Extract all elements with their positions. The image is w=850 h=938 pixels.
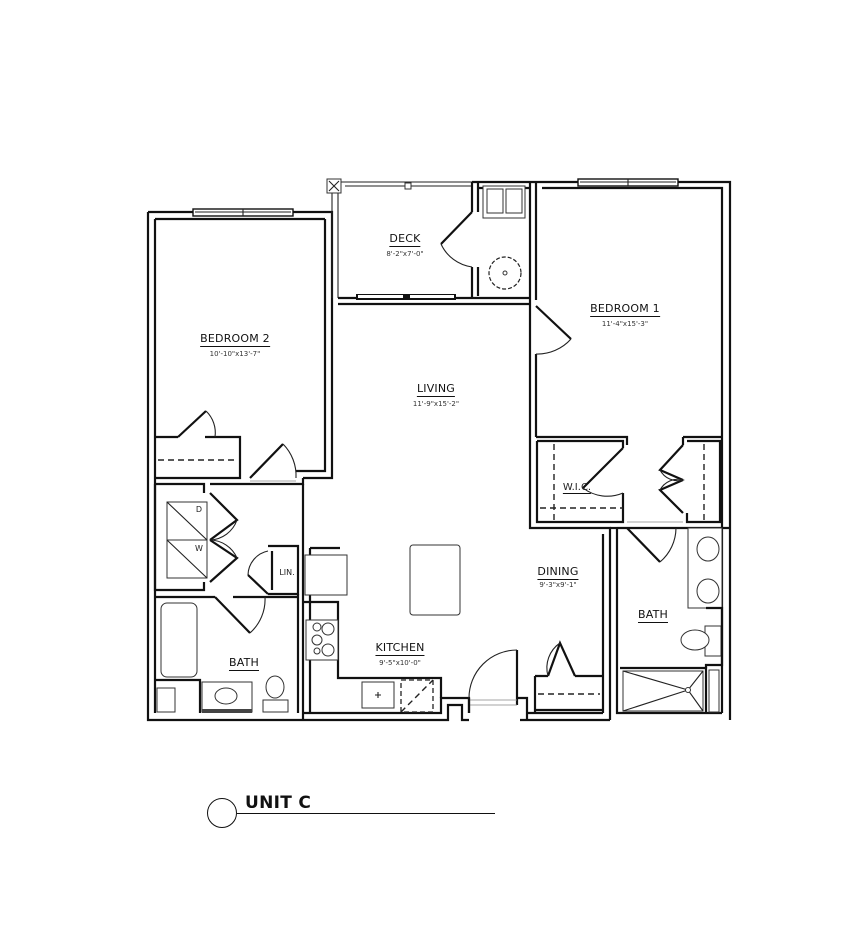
- room-dimensions-dining: 9'-3"x9'-1": [539, 581, 577, 589]
- room-label-living: LIVING 11'-9"x15'-2": [413, 377, 459, 408]
- room-dimensions-bedroom-2: 10'-10"x13'-7": [209, 350, 261, 358]
- room-dimensions-living: 11'-9"x15'-2": [412, 400, 460, 408]
- room-name-dining: DINING: [537, 565, 579, 580]
- exterior-walls: [146, 178, 732, 722]
- room-name-kitchen: KITCHEN: [375, 641, 425, 656]
- title-underline: [237, 813, 495, 814]
- dryer-label: D: [195, 505, 203, 514]
- room-label-bath-right: BATH: [637, 603, 669, 623]
- door-swings: [177, 211, 686, 699]
- room-name-bath-left: BATH: [228, 656, 260, 671]
- room-label-linen: LIN.: [279, 568, 295, 577]
- interior-walls: [153, 298, 730, 722]
- room-label-bath-left: BATH: [228, 651, 260, 671]
- room-label-wic: W.I.C.: [562, 482, 592, 494]
- room-dimensions-deck: 8'-2"x7'-0": [386, 250, 424, 258]
- room-dimensions-bedroom-1: 11'-4"x15'-3": [601, 320, 649, 328]
- washer-label: W: [195, 544, 203, 553]
- room-name-bath-right: BATH: [637, 608, 669, 623]
- room-name-living: LIVING: [416, 382, 456, 397]
- room-dimensions-kitchen: 9'-5"x10'-0": [379, 659, 421, 667]
- room-name-bedroom-1: BEDROOM 1: [590, 302, 660, 317]
- room-label-bedroom-2: BEDROOM 2 10'-10"x13'-7": [200, 327, 270, 358]
- title-circle-marker: [207, 798, 237, 828]
- room-label-kitchen: KITCHEN 9'-5"x10'-0": [375, 636, 425, 667]
- room-label-deck: DECK 8'-2"x7'-0": [386, 227, 423, 258]
- room-label-bedroom-1: BEDROOM 1 11'-4"x15'-3": [590, 297, 660, 328]
- unit-title: UNIT C: [245, 793, 312, 813]
- room-name-deck: DECK: [389, 232, 421, 247]
- room-label-dining: DINING 9'-3"x9'-1": [537, 560, 579, 589]
- unit-title-block: UNIT C: [207, 793, 497, 830]
- room-name-bedroom-2: BEDROOM 2: [200, 332, 270, 347]
